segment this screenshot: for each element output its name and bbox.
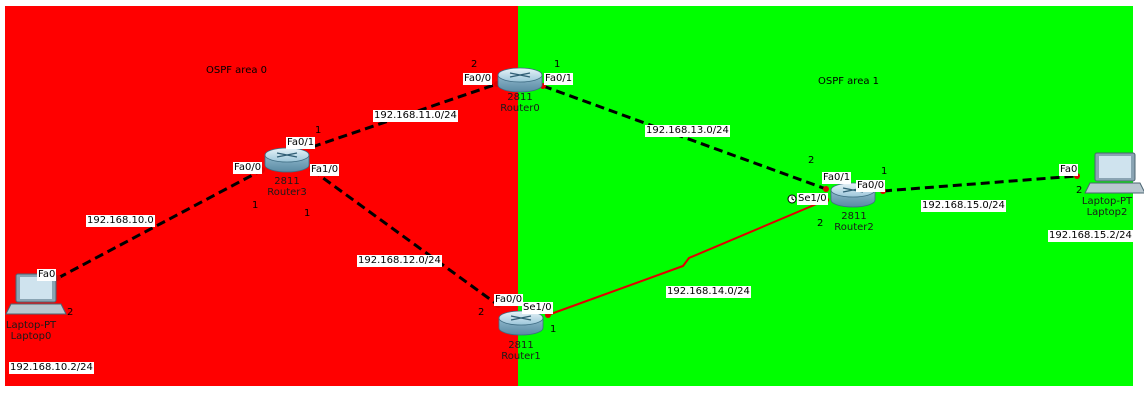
link-number: 2 xyxy=(471,59,478,70)
router2-model: 2811 xyxy=(841,211,867,222)
router1-model: 2811 xyxy=(508,340,534,351)
router2-label: 2811 Router2 xyxy=(830,211,878,233)
router2-port-fa00: Fa0/0 xyxy=(856,180,886,192)
network-label-12: 192.168.12.0/24 xyxy=(357,255,442,267)
router1-port-se10: Se1/0 xyxy=(522,302,553,314)
network-label-13: 192.168.13.0/24 xyxy=(645,125,730,137)
link-number: 1 xyxy=(252,200,259,211)
router2-name: Router2 xyxy=(834,222,874,233)
router0-port-fa01: Fa0/1 xyxy=(544,73,574,85)
router3-name: Router3 xyxy=(267,187,307,198)
laptop2-port-fa0: Fa0 xyxy=(1059,164,1079,176)
router1-icon[interactable] xyxy=(498,310,544,336)
ospf-area-0-region xyxy=(5,6,518,386)
area1-label: OSPF area 1 xyxy=(818,76,880,87)
link-number: 1 xyxy=(550,324,557,335)
clock-icon xyxy=(787,194,797,204)
link-number: 2 xyxy=(67,307,74,318)
link-router0-router2[interactable] xyxy=(542,84,827,191)
router3-port-fa00: Fa0/0 xyxy=(233,162,263,174)
router1-name: Router1 xyxy=(501,351,541,362)
laptop0-icon[interactable] xyxy=(5,273,67,315)
router0-port-fa00: Fa0/0 xyxy=(463,73,493,85)
laptop2-model: Laptop-PT xyxy=(1081,196,1133,207)
network-label-10: 192.168.10.0 xyxy=(86,215,155,227)
port-dot xyxy=(823,186,829,192)
router1-label: 2811 Router1 xyxy=(499,340,543,362)
network-label-14: 192.168.14.0/24 xyxy=(666,286,751,298)
laptop0-ip: 192.168.10.2/24 xyxy=(9,362,94,374)
link-router2-laptop2[interactable] xyxy=(882,174,1078,193)
router1-port-fa00: Fa0/0 xyxy=(494,294,524,306)
link-router3-router1[interactable] xyxy=(311,168,499,307)
link-number: 1 xyxy=(881,166,888,177)
router0-icon[interactable] xyxy=(497,67,543,93)
router3-icon[interactable] xyxy=(264,147,310,173)
router3-port-fa10: Fa1/0 xyxy=(310,164,340,176)
network-label-11: 192.168.11.0/24 xyxy=(373,110,458,122)
router3-label: 2811 Router3 xyxy=(263,176,311,198)
laptop2-name: Laptop2 xyxy=(1086,207,1128,218)
laptop2-ip: 192.168.15.2/24 xyxy=(1048,230,1133,242)
laptop0-port-fa0: Fa0 xyxy=(37,269,57,281)
router2-port-se10: Se1/0 xyxy=(797,193,828,205)
link-router3-router0[interactable] xyxy=(311,82,498,149)
router2-port-fa01: Fa0/1 xyxy=(822,172,852,184)
link-number: 1 xyxy=(554,59,561,70)
laptop0-model: Laptop-PT xyxy=(5,320,57,331)
link-laptop0-router3[interactable] xyxy=(57,168,263,280)
link-number: 1 xyxy=(315,125,322,136)
router0-name: Router0 xyxy=(500,103,540,114)
link-number: 1 xyxy=(304,208,311,219)
network-label-15: 192.168.15.0/24 xyxy=(921,200,1006,212)
router0-model: 2811 xyxy=(507,92,533,103)
laptop2-label: Laptop-PT Laptop2 xyxy=(1078,196,1136,218)
router3-port-fa01: Fa0/1 xyxy=(286,137,316,149)
laptop0-label: Laptop-PT Laptop0 xyxy=(2,320,60,342)
link-number: 2 xyxy=(478,307,485,318)
link-router1-router2-serial[interactable] xyxy=(547,199,827,316)
router3-model: 2811 xyxy=(274,176,300,187)
area0-label: OSPF area 0 xyxy=(206,65,268,76)
router0-label: 2811 Router0 xyxy=(500,92,540,114)
link-number: 2 xyxy=(808,155,815,166)
link-number: 2 xyxy=(1076,185,1083,196)
laptop2-icon[interactable] xyxy=(1084,152,1144,194)
link-number: 2 xyxy=(817,218,824,229)
laptop0-name: Laptop0 xyxy=(10,331,52,342)
